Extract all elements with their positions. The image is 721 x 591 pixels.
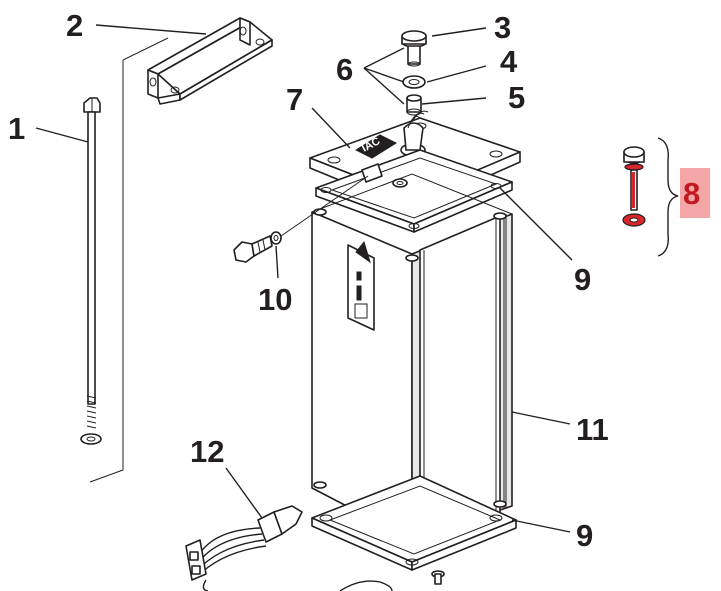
part-12-cable-harness [185,505,393,591]
callout-6: 6 [336,52,353,87]
part-2-bracket [89,17,273,483]
part-3-gland-nut [401,30,427,67]
plate-hex-nuts [361,163,408,188]
callout-10: 10 [258,282,292,317]
part-4-seal-ring [402,75,426,89]
part-5-insert [406,94,422,116]
callout-8: 8 [683,176,700,211]
callout-7: 7 [286,82,303,117]
part-10-bolt-washer [233,175,369,263]
callout-2: 2 [66,8,83,43]
part-1-tie-rod [80,97,102,445]
callout-3: 3 [494,10,511,45]
part-9-bottom-plate [311,475,517,585]
leader-lines [35,24,573,533]
part-11-housing [311,173,513,541]
callout-12: 12 [190,434,224,469]
callout-4: 4 [500,44,518,79]
callout-8-highlight [680,168,710,218]
callout-1: 1 [8,111,25,146]
part-8-screw-kit [622,137,679,257]
callout-9-bottom: 9 [576,518,593,553]
callout-9-top: 9 [574,262,591,297]
callouts: 1 2 3 4 5 6 7 8 9 10 11 12 9 [8,8,710,553]
part-9-top-gasket [315,149,513,233]
callout-11: 11 [576,412,609,447]
callout-5: 5 [508,80,525,115]
